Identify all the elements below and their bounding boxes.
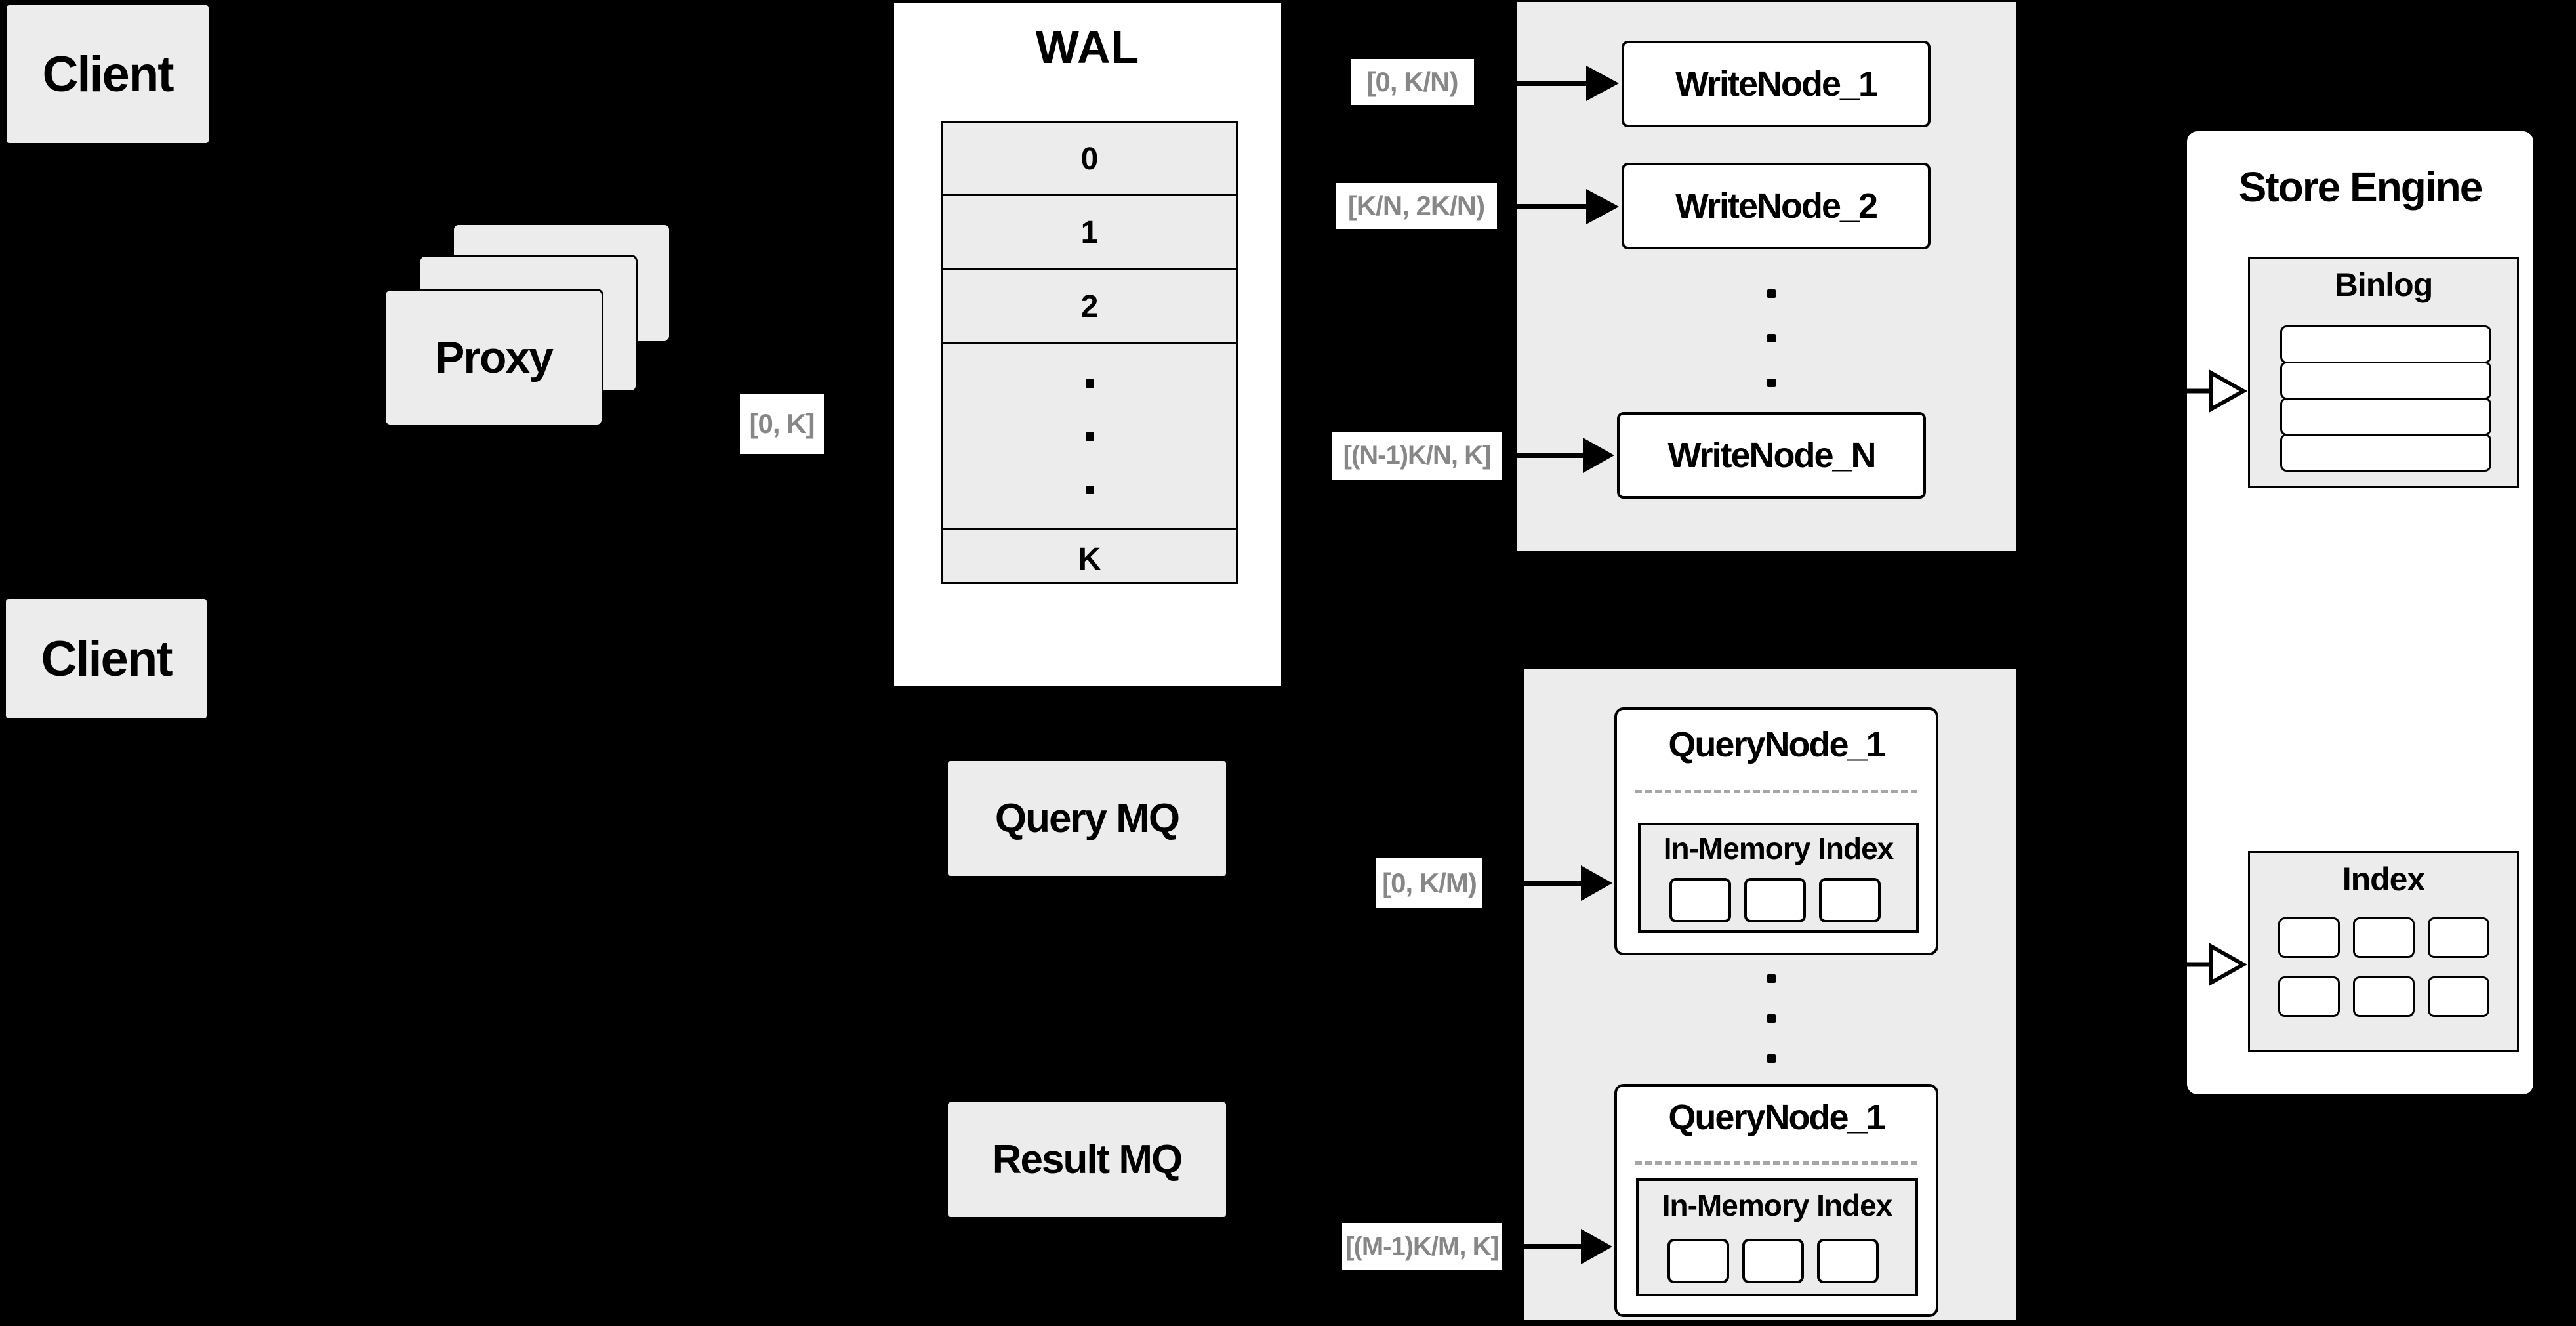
inmemory-title-wrap: In-Memory Index [1663, 831, 1894, 865]
query-node-1-title-wrap: QueryNode_1 [1668, 725, 1885, 764]
wal-title-wrap: WAL [894, 18, 1281, 77]
memory-segment [1667, 1239, 1729, 1283]
proxy-node: Proxy [384, 289, 603, 426]
client-node-top: Client [7, 5, 209, 143]
write-range-label-n: [(N-1)K/N, K] [1332, 432, 1502, 480]
client-top-label: Client [42, 46, 174, 102]
wal-row-ellipsis [943, 342, 1236, 528]
wal-row-k: K [943, 528, 1236, 588]
index-title-wrap: Index [2342, 861, 2426, 898]
store-engine-container: Store Engine Binlog Index [2187, 131, 2533, 1094]
index-box: Index [2248, 851, 2519, 1052]
query-range-label-1: [0, K/M) [1376, 858, 1482, 908]
ellipsis-dot [1767, 378, 1776, 387]
write-node-n: WriteNode_N [1617, 412, 1926, 499]
wal-row-2: 2 [943, 268, 1236, 342]
memory-segment [1742, 1239, 1804, 1283]
proxy-range-label: [0, K] [740, 394, 824, 454]
wal-segment-table: 0 1 2 K [941, 121, 1238, 584]
query-node-2-title-wrap: QueryNode_1 [1668, 1098, 1885, 1137]
store-engine-title-wrap: Store Engine [2238, 163, 2484, 211]
index-cell [2278, 917, 2340, 958]
index-cell [2428, 917, 2489, 958]
memory-segment [1819, 878, 1881, 922]
client-node-bottom: Client [6, 599, 207, 718]
binlog-row [2280, 325, 2491, 363]
query-node-2: QueryNode_1 In-Memory Index [1614, 1084, 1938, 1317]
write-nodes-ellipsis [1767, 289, 1776, 387]
wal-row-0: 0 [1080, 141, 1099, 176]
memory-segment [1669, 878, 1731, 922]
ellipsis-dot [1085, 432, 1094, 441]
query-node-2-separator [1635, 1161, 1917, 1165]
inmemory-title-wrap: In-Memory Index [1662, 1188, 1893, 1222]
query-range-label-2: [(M-1)K/M, K] [1342, 1223, 1502, 1270]
query-node-1-separator [1635, 790, 1917, 793]
memory-segment [1744, 878, 1806, 922]
wal-title: WAL [1035, 22, 1140, 73]
binlog-row [2280, 398, 2491, 436]
proxy-label: Proxy [435, 333, 554, 383]
ellipsis-dot [1767, 333, 1776, 342]
client-bottom-label: Client [41, 631, 173, 687]
ellipsis-dot [1085, 485, 1094, 494]
query-node-2-inmemory-index: In-Memory Index [1636, 1178, 1918, 1296]
memory-segment [1817, 1239, 1879, 1283]
index-cell [2353, 976, 2415, 1017]
write-range-label-1: [0, K/N) [1351, 59, 1474, 105]
ellipsis-dot [1767, 1054, 1776, 1063]
binlog-title-wrap: Binlog [2334, 266, 2434, 303]
ellipsis-dot [1085, 379, 1094, 388]
binlog-row [2280, 362, 2491, 400]
write-node-1: WriteNode_1 [1622, 41, 1931, 127]
wal-row-1: 1 [943, 194, 1236, 268]
binlog-rows [2280, 325, 2491, 472]
query-nodes-ellipsis [1767, 974, 1776, 1063]
query-node-1: QueryNode_1 In-Memory Index [1614, 707, 1938, 955]
binlog-box: Binlog [2248, 257, 2519, 488]
ellipsis-dot [1767, 289, 1776, 298]
write-range-label-2: [K/N, 2K/N) [1336, 183, 1497, 229]
binlog-row [2280, 434, 2491, 472]
result-mq-node: Result MQ [948, 1102, 1226, 1217]
query-mq-node: Query MQ [948, 761, 1226, 876]
ellipsis-dot [1767, 1014, 1776, 1023]
write-node-2: WriteNode_2 [1622, 163, 1931, 249]
index-cell [2428, 976, 2489, 1017]
index-cell [2278, 976, 2340, 1017]
ellipsis-dot [1767, 974, 1776, 983]
index-cell [2353, 917, 2415, 958]
query-node-1-inmemory-index: In-Memory Index [1638, 823, 1919, 933]
